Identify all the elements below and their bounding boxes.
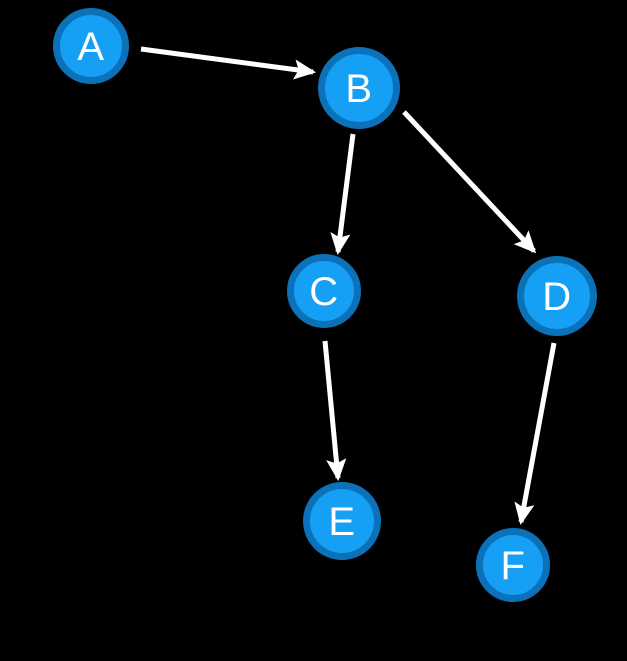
node-circle-e[interactable]	[303, 482, 381, 560]
node-circle-b[interactable]	[318, 47, 400, 129]
nodes-layer: A B C D E F	[53, 8, 597, 602]
node-circle-c[interactable]	[287, 254, 361, 328]
node-label-b: B	[345, 67, 372, 111]
graph-edge-b-d	[402, 110, 537, 254]
node-label-a: A	[77, 25, 104, 69]
graph-node-f[interactable]: F	[476, 528, 550, 602]
graph-node-c[interactable]: C	[287, 254, 361, 328]
graph-edge-c-e	[322, 340, 347, 482]
node-circle-d[interactable]	[517, 256, 597, 336]
graph-node-e[interactable]: E	[303, 482, 381, 560]
graph-edge-b-c	[330, 133, 356, 256]
graph-node-b[interactable]: B	[318, 47, 400, 129]
graph-edge-a-b	[140, 46, 317, 80]
node-circle-f[interactable]	[476, 528, 550, 602]
graph-node-a[interactable]: A	[53, 8, 129, 84]
node-circle-a[interactable]	[53, 8, 129, 84]
node-label-d: D	[542, 275, 571, 319]
node-label-e: E	[328, 500, 355, 544]
node-label-f: F	[501, 544, 526, 588]
node-label-c: C	[309, 270, 338, 314]
graph-node-d[interactable]: D	[517, 256, 597, 336]
edges-layer	[140, 46, 557, 526]
graph-edge-d-f	[514, 342, 557, 526]
